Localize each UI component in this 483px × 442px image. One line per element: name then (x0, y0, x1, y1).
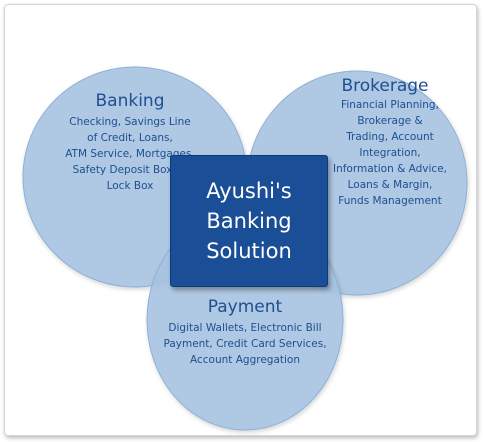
banking-desc-line: Lock Box (106, 180, 154, 192)
payment-desc-line: Account Aggregation (189, 354, 300, 366)
payment-desc-line: Payment, Credit Card Services, (163, 338, 327, 350)
brokerage-desc-line: Information & Advice, (332, 163, 447, 175)
center-solution-label: Ayushi's Banking Solution (206, 179, 292, 263)
payment-desc-line: Digital Wallets, Electronic Bill (168, 322, 322, 334)
banking-desc-line: Safety Deposit Boxes, (72, 164, 188, 176)
banking-description: Checking, Savings Line of Credit, Loans,… (25, 114, 235, 194)
diagram-frame: Banking Checking, Savings Line of Credit… (4, 4, 477, 436)
banking-desc-line: of Credit, Loans, (87, 132, 173, 144)
payment-title: Payment (207, 297, 283, 317)
brokerage-title: Brokerage (341, 76, 429, 96)
brokerage-desc-line: Funds Management (338, 195, 442, 207)
brokerage-desc-line: Integration, (359, 147, 421, 159)
brokerage-desc-line: Loans & Margin, (347, 179, 433, 191)
center-solution-box: Ayushi's Banking Solution (170, 155, 328, 287)
payment-description: Digital Wallets, Electronic Bill Payment… (145, 320, 345, 368)
banking-desc-line: ATM Service, Mortgages, (65, 148, 195, 160)
brokerage-desc-line: Financial Planning, (341, 99, 439, 111)
brokerage-description: Financial Planning, Brokerage & Trading,… (315, 97, 465, 209)
brokerage-desc-line: Trading, Account (346, 131, 434, 143)
banking-desc-line: Checking, Savings Line (69, 116, 191, 128)
brokerage-desc-line: Brokerage & (357, 115, 423, 127)
banking-title: Banking (95, 91, 165, 111)
